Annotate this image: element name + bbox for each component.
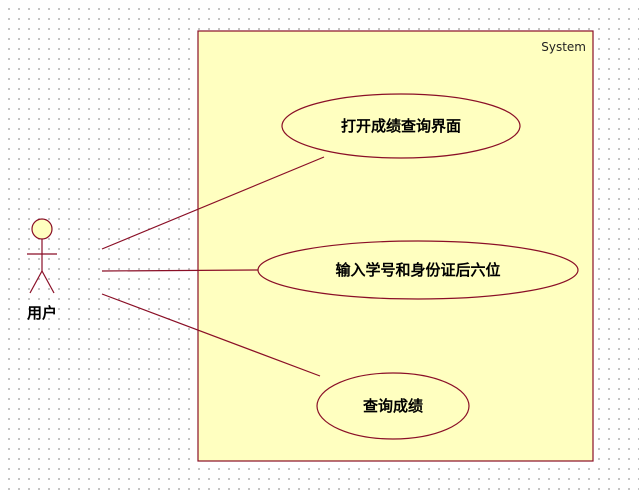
association-line-open-query-page[interactable] <box>101 156 325 250</box>
actor-head <box>31 218 53 240</box>
actor-user[interactable]: 用户 <box>27 218 57 322</box>
usecase-label: 打开成绩查询界面 <box>341 117 461 135</box>
actor-left-leg <box>29 270 43 294</box>
actor-right-leg <box>41 270 55 294</box>
association-line-enter-id[interactable] <box>101 269 259 272</box>
usecase-query-scores[interactable]: 查询成绩 <box>316 372 470 440</box>
association-line-query-scores[interactable] <box>101 293 321 377</box>
system-label: System <box>541 40 586 54</box>
usecase-label: 输入学号和身份证后六位 <box>335 261 500 279</box>
usecase-open-query-page[interactable]: 打开成绩查询界面 <box>281 93 521 159</box>
actor-name: 用户 <box>27 304 57 322</box>
usecase-ellipse <box>281 93 521 159</box>
usecase-label: 查询成绩 <box>363 397 423 415</box>
usecase-ellipse <box>257 240 579 300</box>
usecase-ellipse <box>316 372 470 440</box>
usecase-enter-student-id[interactable]: 输入学号和身份证后六位 <box>257 240 579 300</box>
